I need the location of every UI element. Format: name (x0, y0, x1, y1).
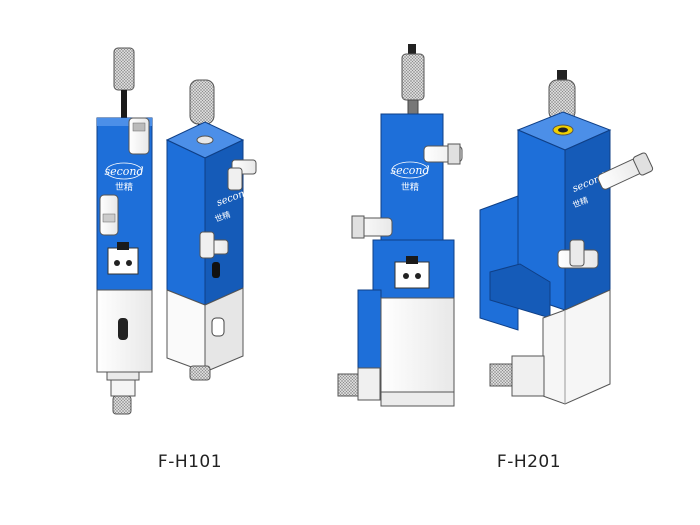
blue-valve-body (166, 139, 206, 306)
white-base-block (166, 289, 206, 373)
svg-text:世精: 世精 (401, 181, 419, 193)
adjust-knob (401, 53, 425, 101)
nozzle-knurl (189, 365, 211, 381)
air-fitting (199, 231, 229, 259)
svg-text:second: second (390, 164, 429, 177)
valve-h101-front-unit: second 世精 (96, 47, 153, 415)
air-fitting (557, 239, 599, 269)
air-fitting (423, 143, 463, 165)
indicator-window (394, 261, 430, 289)
adjust-knob (189, 79, 215, 125)
brand-mark: 世精 (115, 181, 133, 193)
white-base-block (380, 297, 455, 407)
air-fitting (597, 152, 654, 190)
brand-logo: second (104, 165, 143, 178)
valve-h201-front-unit: second 世精 (337, 44, 463, 407)
valve-h201-angled-unit: second 世精 (479, 70, 654, 405)
white-base-block (542, 289, 611, 405)
air-fitting (351, 215, 393, 239)
nozzle-knurl (112, 395, 132, 415)
model-label-h201: F-H201 (496, 452, 562, 472)
indicator-window (107, 247, 139, 275)
adjust-knob (113, 47, 135, 91)
slot-window (118, 318, 128, 340)
valve-h101-angled-unit: second 世精 (165, 79, 257, 381)
air-fitting (227, 159, 257, 191)
model-label-h101: F-H101 (157, 452, 223, 472)
